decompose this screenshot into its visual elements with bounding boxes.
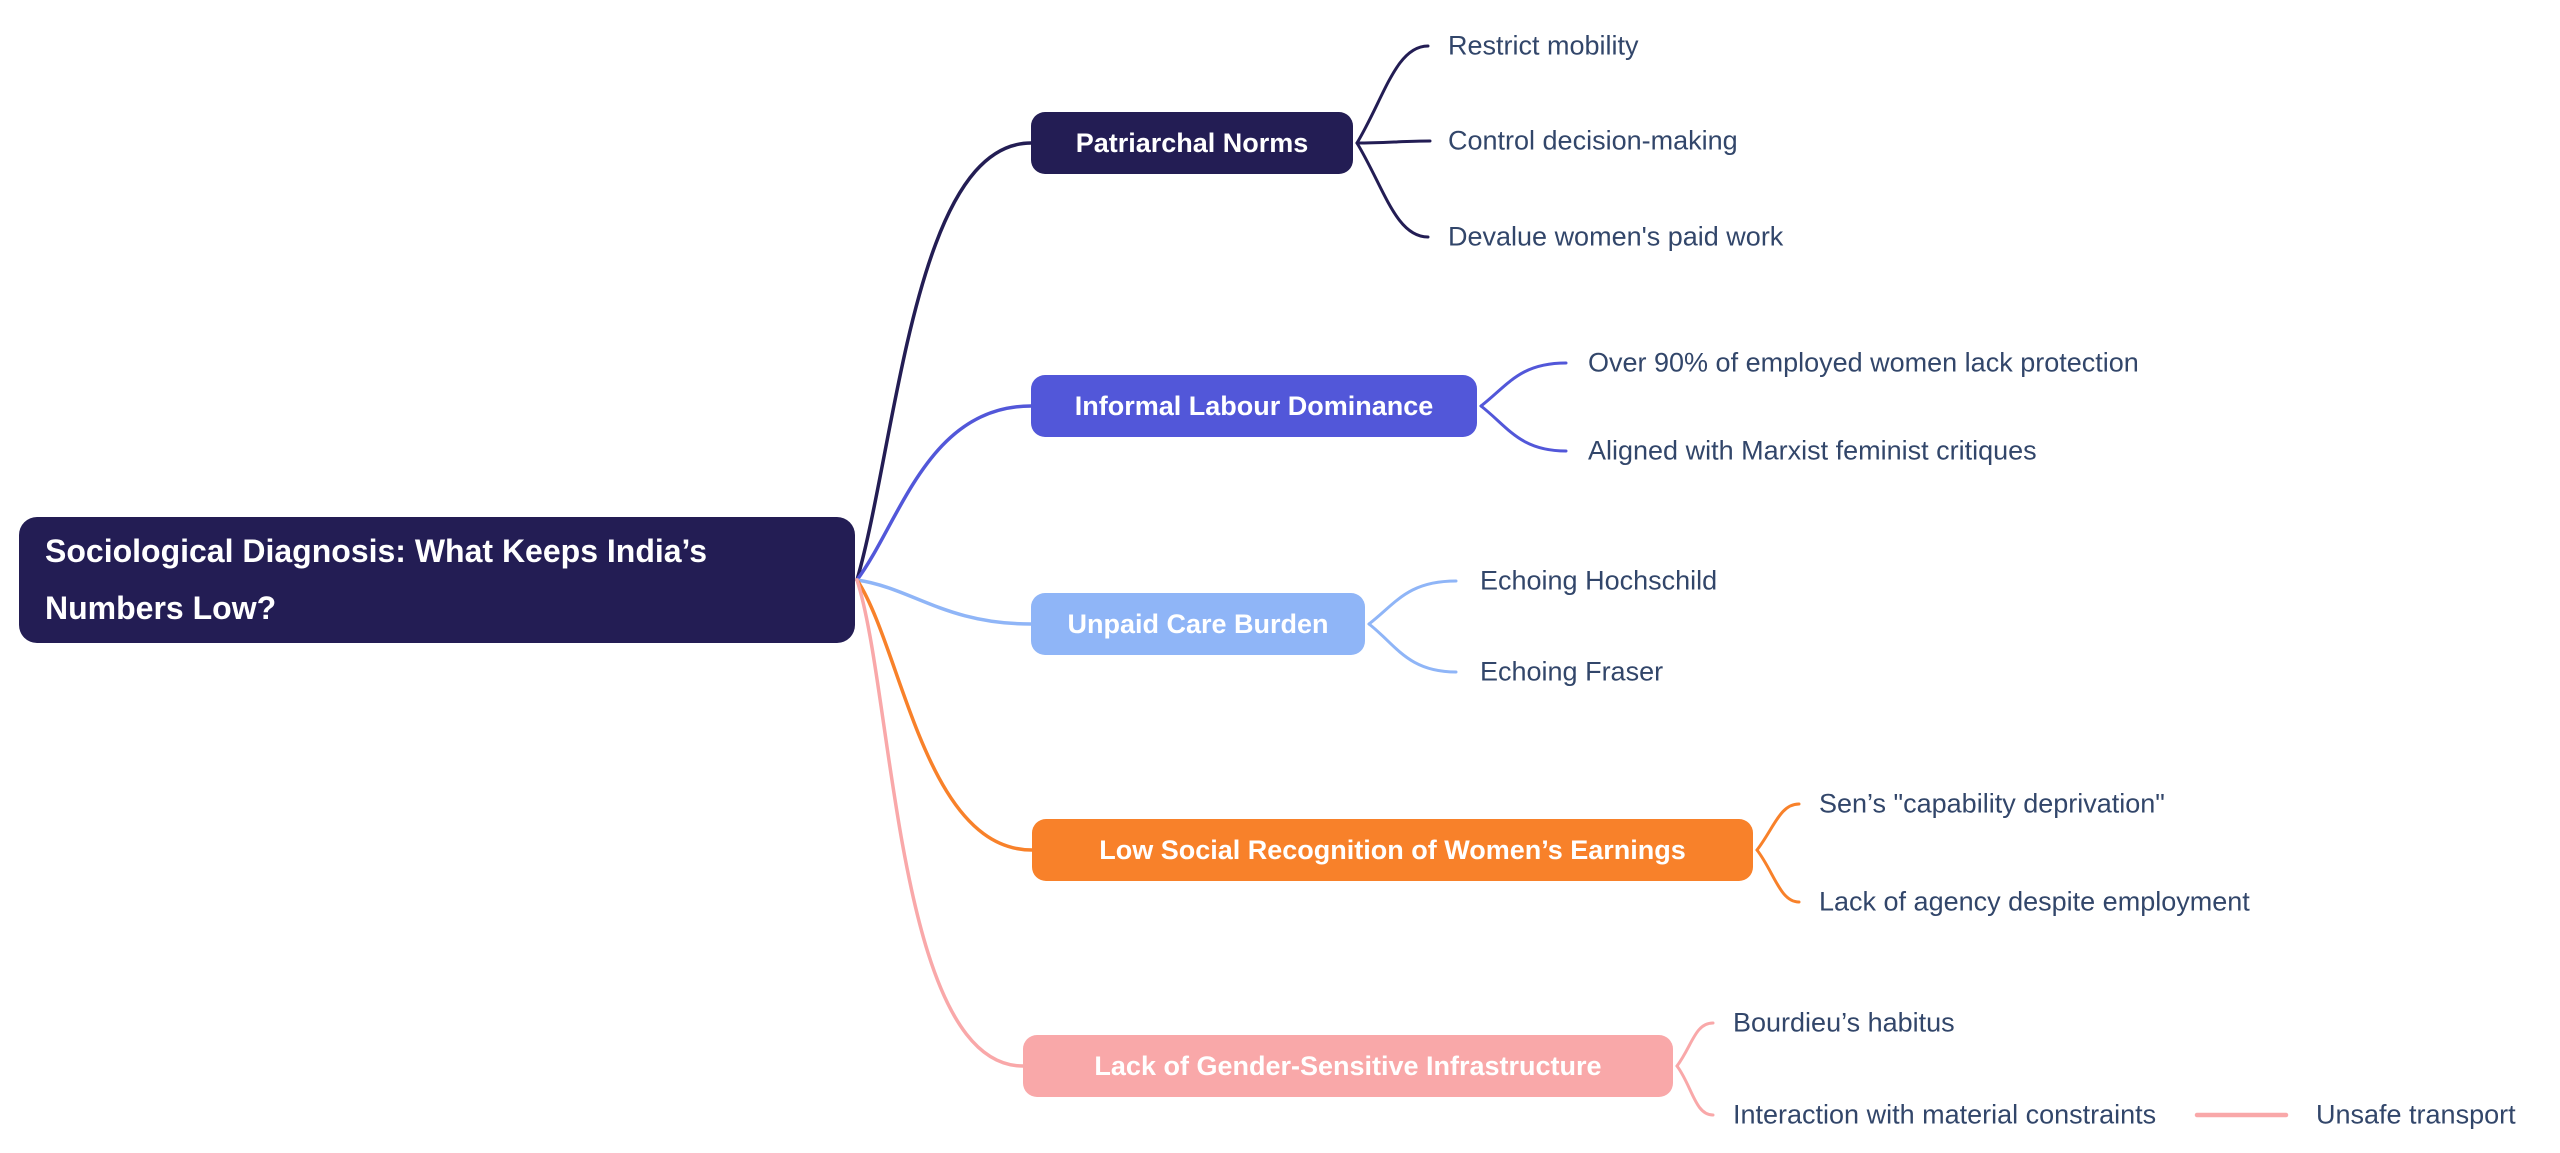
leaf-devalue-womens-paid-work[interactable]: Devalue women's paid work	[1448, 221, 1784, 252]
link-root-to-unpaid-care-burden	[855, 578, 1033, 626]
root-node-label-line-1: Sociological Diagnosis: What Keeps India…	[45, 533, 708, 569]
branch-node-lack-of-gender-sensitive-infrastructure[interactable]: Lack of Gender-Sensitive Infrastructure	[1023, 1035, 1673, 1097]
link-unpaid-to-echoing-hochschild	[1367, 579, 1458, 626]
link-informal-to-over-90-percent	[1479, 361, 1568, 408]
link-root-to-informal-labour-dominance	[855, 404, 1033, 582]
leaf-aligned-with-marxist-feminist-critiques[interactable]: Aligned with Marxist feminist critiques	[1588, 435, 2037, 466]
link-patriarchal-to-devalue-paid-work	[1355, 141, 1430, 239]
leaf-bourdieus-habitus[interactable]: Bourdieu’s habitus	[1733, 1007, 1955, 1038]
leaf-lack-of-agency-despite-employment[interactable]: Lack of agency despite employment	[1819, 886, 2250, 917]
root-node-label-line-2: Numbers Low?	[45, 590, 277, 626]
link-infrastructure-to-material-constraints	[1675, 1064, 1715, 1117]
branch-node-patriarchal-norms[interactable]: Patriarchal Norms	[1031, 112, 1353, 174]
link-patriarchal-to-control-decision-making	[1355, 139, 1432, 145]
branch-node-informal-labour-dominance[interactable]: Informal Labour Dominance	[1031, 375, 1477, 437]
leaf-echoing-fraser[interactable]: Echoing Fraser	[1480, 656, 1664, 687]
branch-node-low-social-recognition[interactable]: Low Social Recognition of Women’s Earnin…	[1032, 819, 1753, 881]
leaf-over-90-percent-lack-protection[interactable]: Over 90% of employed women lack protecti…	[1588, 347, 2139, 378]
link-unpaid-to-echoing-fraser	[1367, 622, 1458, 674]
link-infrastructure-to-bourdieu-habitus	[1675, 1021, 1715, 1068]
root-node[interactable]: Sociological Diagnosis: What Keeps India…	[19, 517, 855, 643]
link-patriarchal-to-restrict-mobility	[1355, 44, 1430, 145]
leaf-sens-capability-deprivation[interactable]: Sen’s "capability deprivation"	[1819, 788, 2165, 819]
branch-node-unpaid-care-burden[interactable]: Unpaid Care Burden	[1031, 593, 1365, 655]
link-informal-to-marxist-critiques	[1479, 404, 1568, 453]
link-root-to-low-social-recognition	[855, 578, 1034, 852]
leaf-interaction-with-material-constraints[interactable]: Interaction with material constraints	[1733, 1099, 2157, 1130]
leaf-control-decision-making[interactable]: Control decision-making	[1448, 125, 1738, 156]
link-lowsocial-to-lack-of-agency	[1755, 848, 1801, 904]
link-lowsocial-to-capability-deprivation	[1755, 802, 1801, 852]
link-root-to-patriarchal-norms	[855, 141, 1033, 582]
link-root-to-lack-of-infrastructure	[855, 578, 1025, 1068]
leaf-unsafe-transport[interactable]: Unsafe transport	[2316, 1099, 2516, 1130]
leaf-echoing-hochschild[interactable]: Echoing Hochschild	[1480, 565, 1718, 596]
leaf-restrict-mobility[interactable]: Restrict mobility	[1448, 30, 1639, 61]
